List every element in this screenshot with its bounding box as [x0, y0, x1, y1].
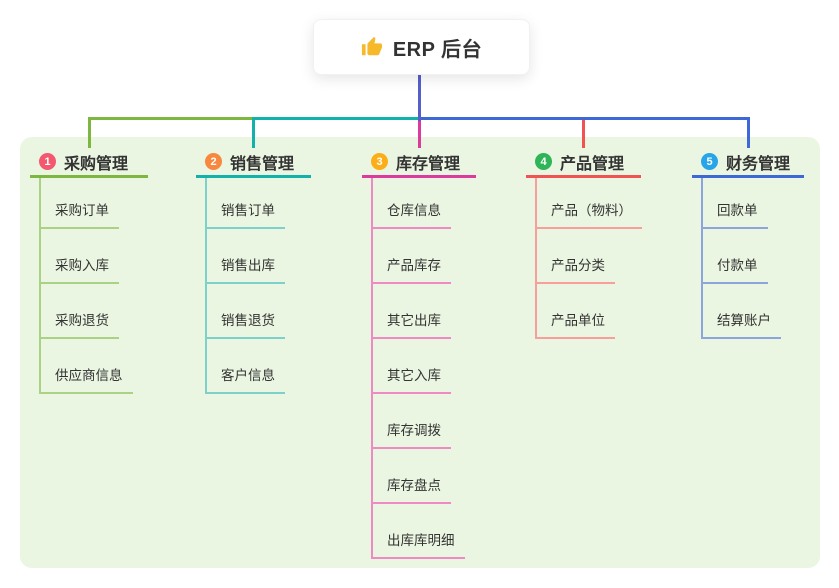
tree-item-label: 库存盘点 — [387, 478, 441, 493]
branch-badge: 3 — [371, 153, 388, 170]
tree-item[interactable]: 结算账户 — [703, 284, 781, 339]
tree-item[interactable]: 产品分类 — [537, 229, 615, 284]
branch-column-5: 5 财务管理回款单付款单结算账户 — [692, 148, 804, 339]
branch-node-5[interactable]: 5 财务管理 — [692, 148, 804, 178]
root-node[interactable]: ERP 后台 — [313, 19, 530, 75]
connector-branch-2-drop — [252, 117, 255, 148]
tree-item[interactable]: 客户信息 — [207, 339, 285, 394]
tree-item[interactable]: 产品库存 — [373, 229, 451, 284]
connector-branch-4-drop — [582, 117, 585, 148]
tree-item[interactable]: 销售订单 — [207, 178, 285, 229]
branch-badge: 1 — [39, 153, 56, 170]
tree-item[interactable]: 采购订单 — [41, 178, 119, 229]
tree-item[interactable]: 产品单位 — [537, 284, 615, 339]
connector-branch-1-drop — [87, 117, 91, 148]
tree-item[interactable]: 库存盘点 — [373, 449, 451, 504]
tree-item[interactable]: 其它出库 — [373, 284, 451, 339]
branch-node-3[interactable]: 3 库存管理 — [362, 148, 476, 178]
branch-column-3: 3 库存管理仓库信息产品库存其它出库其它入库库存调拨库存盘点出库库明细 — [362, 148, 476, 559]
tree-item[interactable]: 销售出库 — [207, 229, 285, 284]
tree-item[interactable]: 付款单 — [703, 229, 768, 284]
tree-item-label: 仓库信息 — [387, 203, 441, 218]
branch-items-4: 产品（物料） 产品分类产品单位 — [535, 178, 642, 339]
branch-label: 产品管理 — [560, 155, 625, 173]
tree-item[interactable]: 回款单 — [703, 178, 768, 229]
branch-label: 销售管理 — [230, 155, 295, 173]
branch-node-2[interactable]: 2 销售管理 — [196, 148, 311, 178]
branch-items-3: 仓库信息产品库存其它出库其它入库库存调拨库存盘点出库库明细 — [371, 178, 476, 559]
tree-item-label: 销售订单 — [221, 203, 275, 218]
branch-badge: 4 — [535, 153, 552, 170]
tree-item-label: 产品库存 — [387, 258, 441, 273]
branch-node-1[interactable]: 1 采购管理 — [30, 148, 148, 178]
branch-label: 财务管理 — [726, 155, 791, 173]
tree-item-label: 采购退货 — [55, 313, 109, 328]
tree-item-label: 客户信息 — [221, 368, 275, 383]
canvas-panel — [20, 137, 820, 568]
tree-item[interactable]: 仓库信息 — [373, 178, 451, 229]
tree-item-label: 采购订单 — [55, 203, 109, 218]
branch-items-2: 销售订单销售出库销售退货客户信息 — [205, 178, 311, 394]
branch-node-4[interactable]: 4 产品管理 — [526, 148, 641, 178]
branch-column-2: 2 销售管理销售订单销售出库销售退货客户信息 — [196, 148, 311, 394]
connector-branch-5-horizontal — [417, 117, 750, 120]
tree-item-label: 产品（物料） — [551, 203, 632, 218]
branch-items-5: 回款单付款单结算账户 — [701, 178, 804, 339]
connector-branch-3-drop — [417, 117, 421, 148]
tree-item-label: 产品分类 — [551, 258, 605, 273]
tree-item-label: 销售退货 — [221, 313, 275, 328]
tree-item-label: 回款单 — [717, 203, 758, 218]
tree-item-label: 结算账户 — [717, 313, 771, 328]
tree-item-label: 付款单 — [717, 258, 758, 273]
branch-label: 库存管理 — [396, 155, 461, 173]
tree-item-label: 采购入库 — [55, 258, 109, 273]
tree-item-label: 供应商信息 — [55, 368, 123, 383]
thumbs-up-icon — [361, 36, 382, 56]
branch-column-4: 4 产品管理产品（物料） 产品分类产品单位 — [526, 148, 642, 339]
branch-badge: 2 — [205, 153, 222, 170]
root-node-label: ERP 后台 — [392, 38, 483, 61]
tree-item[interactable]: 出库库明细 — [373, 504, 465, 559]
branch-items-1: 采购订单采购入库采购退货供应商信息 — [39, 178, 148, 394]
tree-item-label: 其它入库 — [387, 368, 441, 383]
tree-item[interactable]: 采购退货 — [41, 284, 119, 339]
tree-item-label: 产品单位 — [551, 313, 605, 328]
connector-branch-5-drop — [746, 117, 750, 148]
tree-item[interactable]: 产品（物料） — [537, 178, 642, 229]
tree-item[interactable]: 采购入库 — [41, 229, 119, 284]
tree-item[interactable]: 供应商信息 — [41, 339, 133, 394]
connector-root-line — [417, 75, 421, 121]
branch-label: 采购管理 — [64, 155, 129, 173]
tree-item[interactable]: 库存调拨 — [373, 394, 451, 449]
branch-badge: 5 — [701, 153, 718, 170]
tree-item[interactable]: 销售退货 — [207, 284, 285, 339]
tree-item[interactable]: 其它入库 — [373, 339, 451, 394]
branch-column-1: 1 采购管理采购订单采购入库采购退货供应商信息 — [30, 148, 148, 394]
tree-item-label: 其它出库 — [387, 313, 441, 328]
tree-item-label: 库存调拨 — [387, 423, 441, 438]
connector-branch-2-horizontal — [252, 117, 421, 120]
tree-item-label: 出库库明细 — [387, 533, 455, 548]
tree-item-label: 销售出库 — [221, 258, 275, 273]
